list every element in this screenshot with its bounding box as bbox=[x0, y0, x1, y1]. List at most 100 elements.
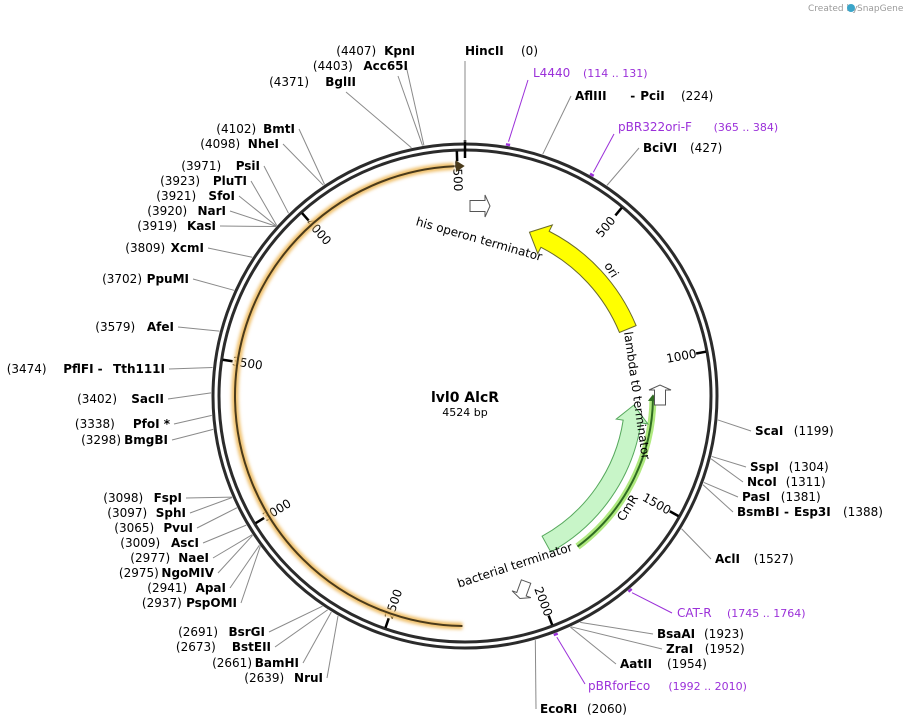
site-name: PasI bbox=[742, 490, 770, 504]
site-name-alt: Tth111I bbox=[113, 362, 165, 376]
leader-line bbox=[717, 419, 752, 432]
site-bmgbi[interactable]: BmgBI(3298) bbox=[81, 433, 168, 447]
site-position: (3809) bbox=[125, 241, 165, 255]
credit-brand: SnapGene bbox=[857, 4, 904, 14]
site-ngomiv[interactable]: NgoMIV(2975) bbox=[119, 566, 215, 580]
site-nhei[interactable]: NheI(4098) bbox=[200, 137, 279, 151]
tick-mark bbox=[301, 212, 310, 222]
site-position: (3065) bbox=[114, 521, 154, 535]
site-bsmbi[interactable]: BsmBI-Esp3I(1388) bbox=[737, 505, 883, 519]
ori-feature[interactable] bbox=[528, 224, 637, 334]
bacterial-terminator-label: bacterial terminator bbox=[455, 540, 574, 590]
site-xcmi[interactable]: XcmI(3809) bbox=[125, 241, 204, 255]
site-name: KasI bbox=[187, 219, 216, 233]
site-kasi[interactable]: KasI(3919) bbox=[137, 219, 216, 233]
site-afliii[interactable]: AflIII-PciI(224) bbox=[575, 89, 713, 103]
site-nrui[interactable]: NruI(2639) bbox=[244, 671, 323, 685]
cmr-feature[interactable] bbox=[541, 404, 650, 553]
leader-line bbox=[229, 210, 277, 227]
site-sspi[interactable]: SspI(1304) bbox=[750, 460, 829, 474]
site-nari[interactable]: NarI(3920) bbox=[147, 204, 226, 218]
site-position: (1199) bbox=[794, 424, 834, 438]
primer-pbr322orif[interactable]: pBR322ori-F(365 .. 384) bbox=[589, 120, 778, 177]
site-naei[interactable]: NaeI(2977) bbox=[130, 551, 209, 565]
primer-pbrforeco[interactable]: pBRforEco(1992 .. 2010) bbox=[553, 632, 747, 693]
site-acli[interactable]: AclI(1527) bbox=[715, 552, 794, 566]
site-position: (1923) bbox=[704, 627, 744, 641]
site-psii[interactable]: PsiI(3971) bbox=[181, 159, 260, 173]
site-asci[interactable]: AscI(3009) bbox=[120, 536, 199, 550]
leader-line bbox=[542, 95, 572, 155]
leader-line bbox=[240, 546, 261, 604]
site-position: (2691) bbox=[178, 625, 218, 639]
site-pvui[interactable]: PvuI (3065) bbox=[114, 521, 193, 535]
site-sphi[interactable]: SphI(3097) bbox=[107, 506, 186, 520]
site-pluti[interactable]: PluTI(3923) bbox=[160, 174, 247, 188]
site-name: PsiI bbox=[236, 159, 260, 173]
site-name: BciVI bbox=[643, 141, 677, 155]
site-apai[interactable]: ApaI(2941) bbox=[147, 581, 226, 595]
site-sacii[interactable]: SacII(3402) bbox=[77, 392, 164, 406]
site-bsteii[interactable]: BstEII(2673) bbox=[176, 640, 271, 654]
site-name: AclI bbox=[715, 552, 740, 566]
primer-l4440[interactable]: L4440(114 .. 131) bbox=[505, 66, 648, 147]
site-bamhi[interactable]: BamHI(2661) bbox=[212, 656, 299, 670]
tick-mark bbox=[384, 617, 390, 629]
site-position: (2639) bbox=[244, 671, 284, 685]
site-separator: - bbox=[98, 362, 103, 376]
leader-line bbox=[268, 605, 323, 633]
primer-name: CAT-R bbox=[677, 606, 712, 620]
primer-mark bbox=[553, 632, 559, 637]
site-kpni[interactable]: KpnI(4407) bbox=[336, 44, 415, 58]
site-name: SacII bbox=[131, 392, 164, 406]
site-ecori[interactable]: EcoRI(2060) bbox=[540, 702, 627, 716]
site-bglii[interactable]: BglII(4371) bbox=[269, 75, 356, 89]
leader-line bbox=[681, 528, 712, 560]
site-ppumi[interactable]: PpuMI(3702) bbox=[102, 272, 189, 286]
primer-catr[interactable]: CAT-R(1745 .. 1764) bbox=[627, 588, 806, 620]
site-position: (0) bbox=[521, 44, 538, 58]
leader-line bbox=[274, 609, 329, 648]
site-name: PvuI bbox=[163, 521, 193, 535]
site-position: (3298) bbox=[81, 433, 121, 447]
site-position: (1954) bbox=[667, 657, 707, 671]
site-acc65i[interactable]: Acc65I(4403) bbox=[313, 59, 408, 73]
bacterial-terminator-arrow[interactable] bbox=[511, 579, 532, 599]
his-terminator-arrow[interactable] bbox=[469, 194, 491, 218]
site-pasi[interactable]: PasI(1381) bbox=[742, 490, 821, 504]
leader-line bbox=[702, 484, 734, 513]
insert-arc bbox=[233, 165, 463, 627]
leader-line bbox=[580, 621, 654, 635]
snapgene-credit: Created by SnapGene bbox=[808, 4, 904, 14]
site-pfoi[interactable]: PfoI * (3338) bbox=[75, 417, 171, 431]
leader-line bbox=[298, 128, 325, 185]
primer-mark bbox=[589, 172, 595, 177]
site-bsrgi[interactable]: BsrGI(2691) bbox=[178, 625, 265, 639]
leader-line bbox=[185, 496, 233, 499]
primer-name: pBR322ori-F bbox=[618, 120, 692, 134]
leader-line bbox=[534, 640, 537, 710]
cmr-line bbox=[576, 398, 654, 548]
site-name: ApaI bbox=[196, 581, 226, 595]
site-scai[interactable]: ScaI(1199) bbox=[755, 424, 834, 438]
site-name: PfoI * bbox=[133, 417, 171, 431]
site-position: (1952) bbox=[705, 642, 745, 656]
site-afei[interactable]: AfeI(3579) bbox=[95, 320, 174, 334]
site-aatii[interactable]: AatII(1954) bbox=[620, 657, 707, 671]
lambda-terminator-arrow[interactable] bbox=[648, 384, 672, 406]
site-pspomi[interactable]: PspOMI(2937) bbox=[142, 596, 237, 610]
site-bcivi[interactable]: BciVI(427) bbox=[643, 141, 722, 155]
credit-label: Created by bbox=[808, 4, 858, 14]
his-terminator-label: his operon terminator bbox=[414, 214, 543, 263]
site-bmti[interactable]: BmtI(4102) bbox=[216, 122, 295, 136]
tick-mark bbox=[547, 615, 554, 626]
site-fspi[interactable]: FspI(3098) bbox=[103, 491, 182, 505]
site-zrai[interactable]: ZraI(1952) bbox=[666, 642, 745, 656]
site-sfoi[interactable]: SfoI(3921) bbox=[156, 189, 235, 203]
site-position: (3338) bbox=[75, 417, 115, 431]
leader-line bbox=[202, 524, 247, 544]
site-bsaai[interactable]: BsaAI(1923) bbox=[657, 627, 744, 641]
site-ncoi[interactable]: NcoI(1311) bbox=[747, 475, 826, 489]
site-hincii[interactable]: HincII(0) bbox=[465, 44, 538, 58]
